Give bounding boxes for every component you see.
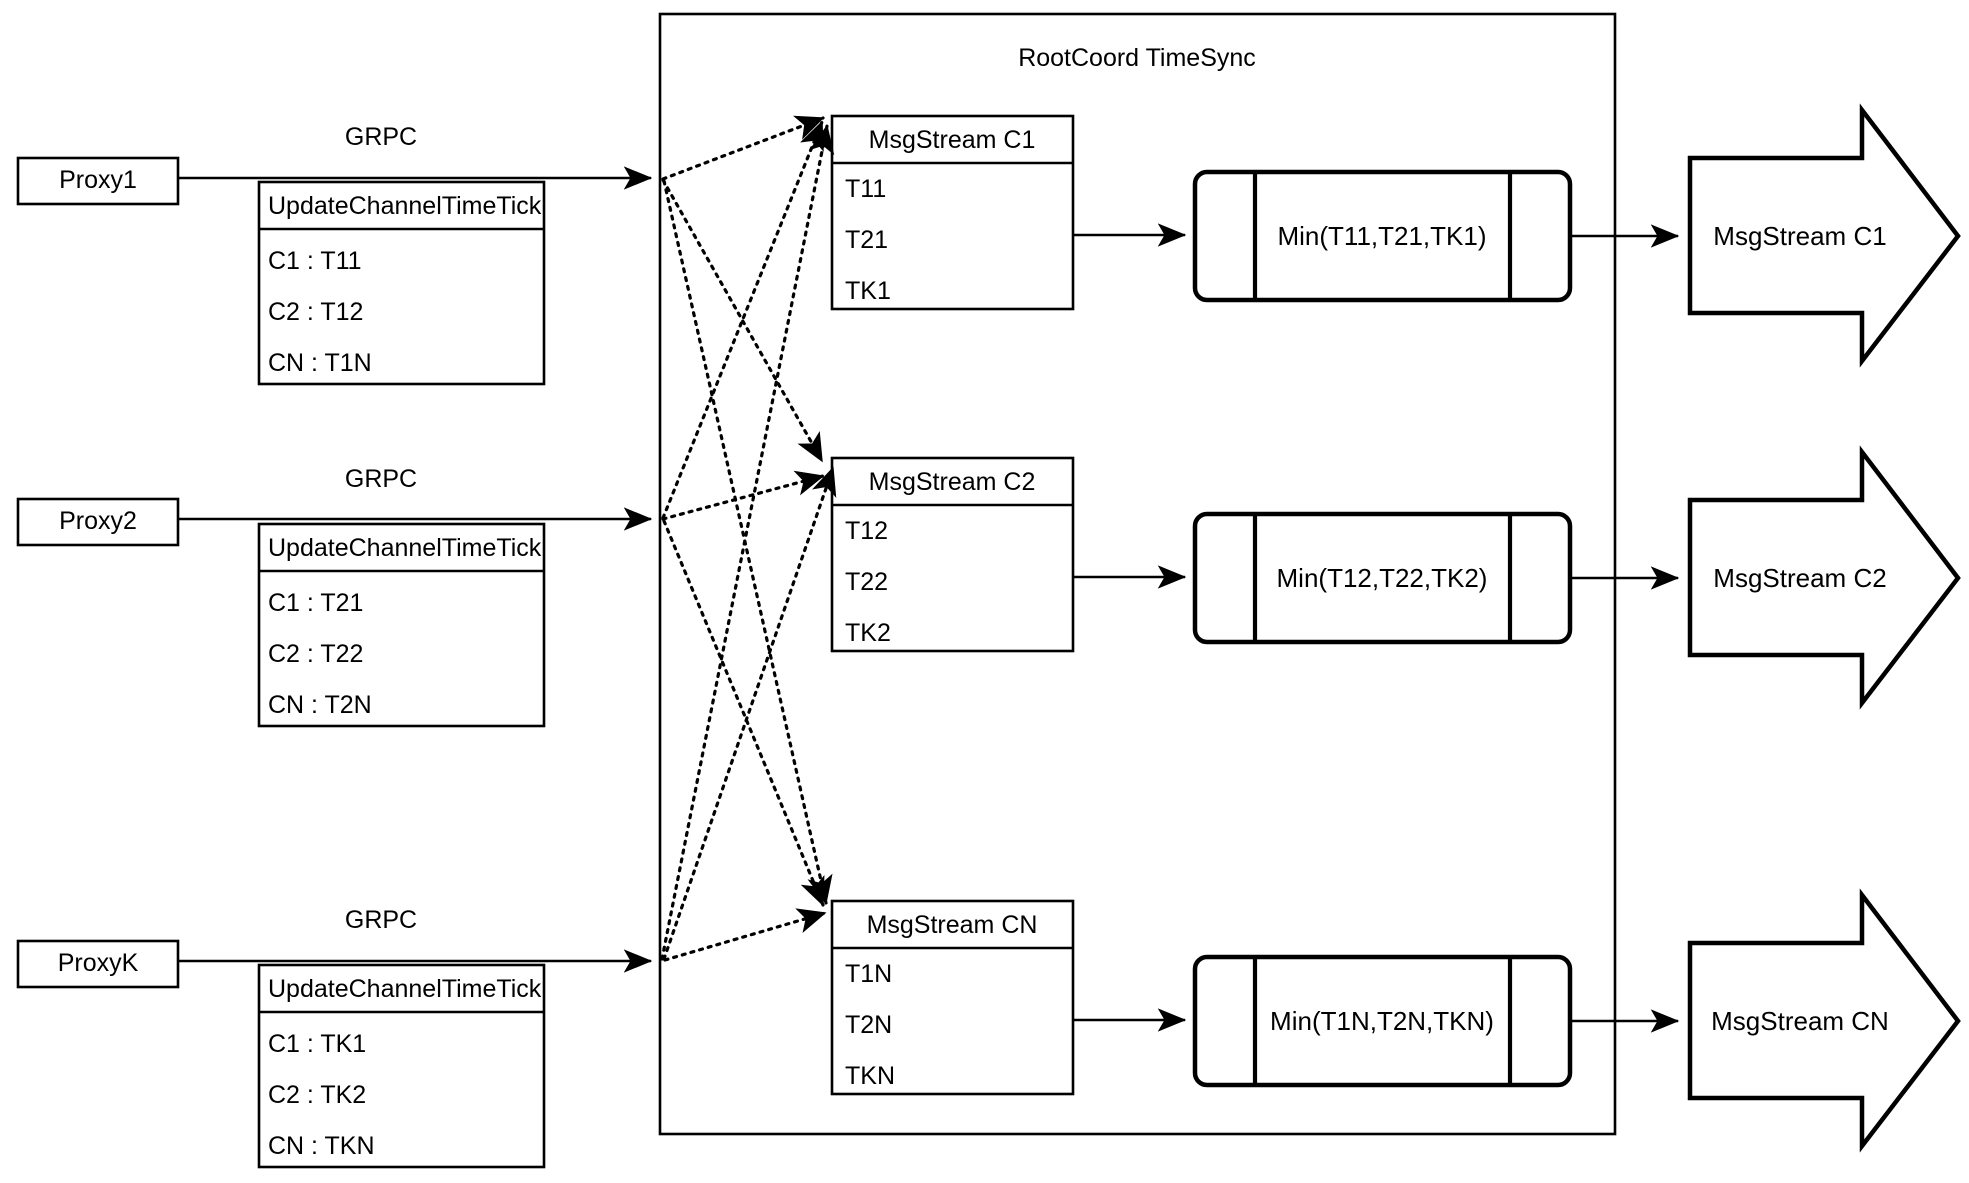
- rpc-entry-2-1: C2 : T22: [268, 640, 363, 668]
- rpc-entry-1-1: C2 : T12: [268, 298, 363, 326]
- dotted-j3-to-msgstream2: [662, 466, 837, 961]
- msgstream-entry-1-0: T11: [845, 175, 886, 203]
- output-label-3: MsgStream CN: [1711, 1006, 1889, 1036]
- msgstream-entry-1-1: T21: [845, 226, 888, 254]
- link-label-1: GRPC: [345, 123, 417, 151]
- rpc-title-1: UpdateChannelTimeTick: [268, 192, 542, 220]
- output-arrow-3: [1687, 888, 1961, 1153]
- rpc-entry-3-2: CN : TKN: [268, 1132, 375, 1160]
- dotted-j2-to-msgstream2: [661, 470, 825, 521]
- rpc-entry-3-0: C1 : TK1: [268, 1030, 366, 1058]
- msgstream-title-1: MsgStream C1: [869, 126, 1036, 154]
- rpc-title-2: UpdateChannelTimeTick: [268, 534, 542, 562]
- msgstream-entry-1-2: TK1: [845, 277, 891, 305]
- rpc-title-3: UpdateChannelTimeTick: [268, 975, 542, 1003]
- msgstream-box-2: [830, 456, 1075, 653]
- rpc-entry-3-1: C2 : TK2: [268, 1081, 366, 1109]
- msgstream-entry-2-1: T22: [845, 568, 888, 596]
- output-label-1: MsgStream C1: [1713, 221, 1886, 251]
- rpc-box-3: [257, 963, 546, 1169]
- msgstream-entry-2-2: TK2: [845, 619, 891, 647]
- rpc-entry-2-0: C1 : T21: [268, 589, 363, 617]
- rpc-box-2: [257, 522, 546, 728]
- proxy-label-1: Proxy1: [59, 166, 137, 194]
- msgstream-title-2: MsgStream C2: [869, 468, 1036, 496]
- rpc-box-1: [257, 180, 546, 386]
- proxy-label-2: Proxy2: [59, 507, 137, 535]
- dotted-j1-to-msgstream2: [661, 178, 824, 463]
- msgstream-entry-3-1: T2N: [845, 1011, 892, 1039]
- dotted-j3-to-msgstream3: [663, 908, 827, 962]
- msgstream-entry-3-0: T1N: [845, 960, 892, 988]
- output-arrow-1: [1687, 103, 1961, 368]
- msgstream-title-3: MsgStream CN: [867, 911, 1038, 939]
- proxy-box-2[interactable]: [16, 497, 180, 547]
- container-title: RootCoord TimeSync: [1018, 44, 1256, 72]
- msgstream-entry-2-0: T12: [845, 517, 888, 545]
- rpc-entry-1-2: CN : T1N: [268, 349, 372, 377]
- process-label-3: Min(T1N,T2N,TKN): [1270, 1006, 1494, 1036]
- msgstream-box-3: [830, 899, 1075, 1096]
- process-label-1: Min(T11,T21,TK1): [1277, 221, 1486, 251]
- proxy-box-3[interactable]: [16, 939, 180, 989]
- msgstream-entry-3-2: TKN: [845, 1062, 895, 1090]
- output-label-2: MsgStream C2: [1713, 563, 1886, 593]
- rpc-entry-1-0: C1 : T11: [268, 247, 362, 275]
- dotted-j1-to-msgstream1: [661, 115, 825, 181]
- link-label-3: GRPC: [345, 906, 417, 934]
- output-arrow-2: [1687, 445, 1961, 710]
- link-label-2: GRPC: [345, 465, 417, 493]
- dotted-j2-to-msgstream3: [662, 519, 825, 907]
- msgstream-box-1: [830, 114, 1075, 311]
- proxy-label-3: ProxyK: [58, 949, 139, 977]
- proxy-box-1[interactable]: [16, 156, 180, 206]
- rpc-entry-2-2: CN : T2N: [268, 691, 372, 719]
- dotted-j2-to-msgstream1: [661, 120, 824, 520]
- dotted-j3-to-msgstream1: [660, 124, 835, 961]
- process-label-2: Min(T12,T22,TK2): [1277, 563, 1488, 593]
